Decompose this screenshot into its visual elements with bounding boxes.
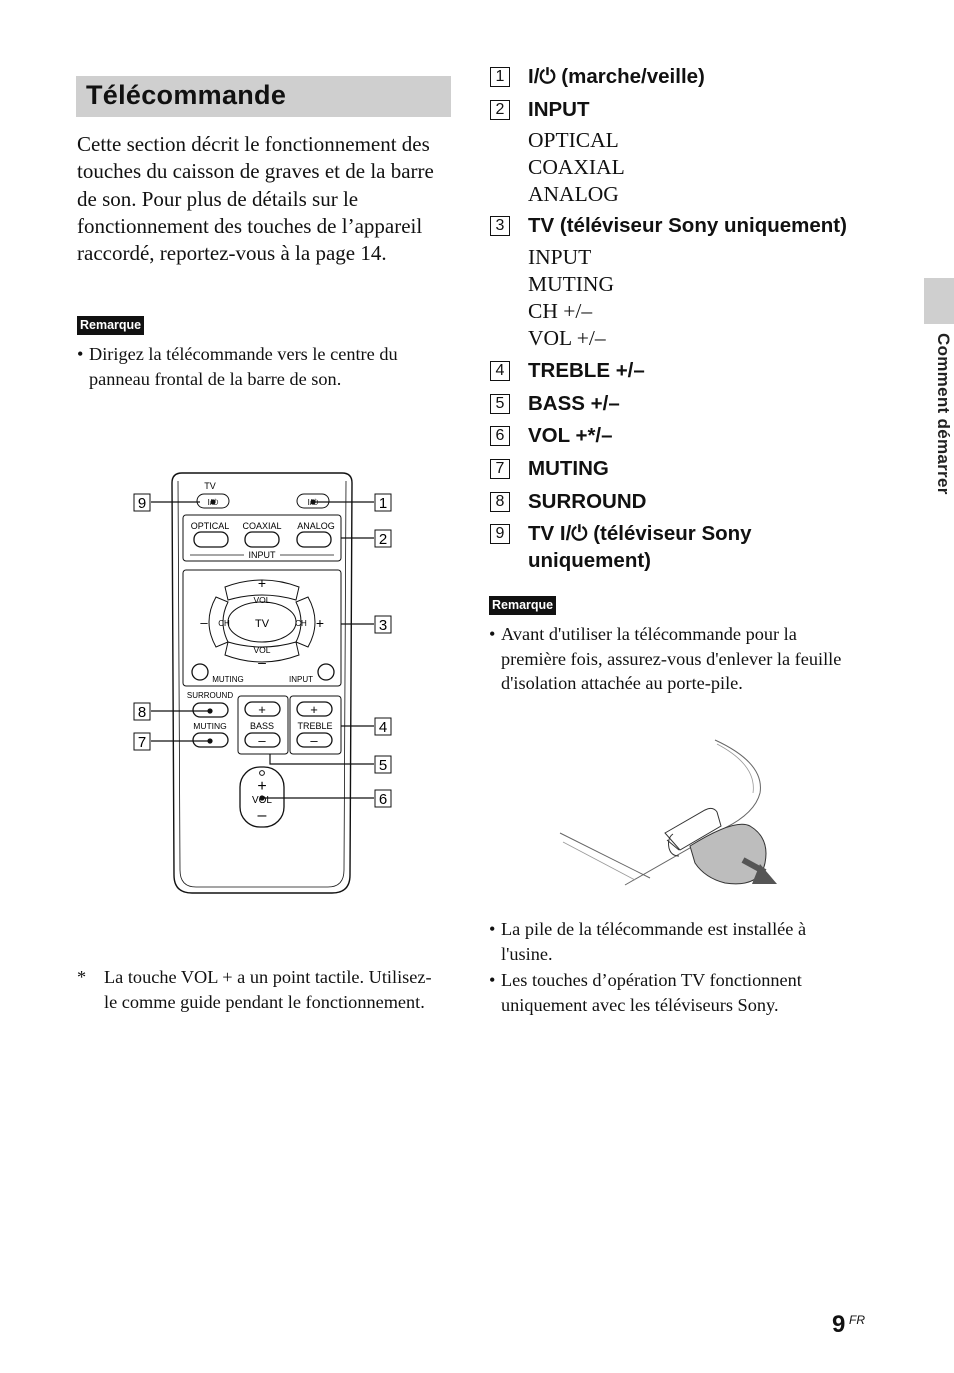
svg-text:–: –	[258, 807, 267, 824]
svg-text:9: 9	[138, 495, 146, 512]
svg-text:2: 2	[379, 531, 387, 548]
svg-text:+: +	[316, 615, 324, 631]
footnote: * La touche VOL + a un point tactile. Ut…	[77, 967, 432, 1012]
bass-label: BASS	[250, 721, 274, 731]
list-item-9-cont: uniquement)	[528, 549, 651, 572]
svg-text:+: +	[310, 702, 318, 717]
svg-text:–: –	[258, 654, 266, 670]
vol-label-bottom: VOL	[253, 645, 270, 655]
svg-text:–: –	[258, 733, 266, 748]
svg-text:+: +	[258, 575, 266, 591]
svg-text:CH: CH	[295, 619, 307, 628]
note2-bullet: •Avant d'utiliser la télécommande pour l…	[489, 624, 842, 693]
treble-label: TREBLE	[297, 721, 332, 731]
input-label: INPUT	[249, 550, 277, 560]
svg-text:+: +	[257, 778, 266, 795]
analog-label: ANALOG	[297, 521, 335, 531]
note-bullet: •Dirigez la télécommande vers le centre …	[77, 344, 398, 389]
muting-label: MUTING	[193, 721, 227, 731]
remarque-badge: Remarque	[77, 316, 145, 335]
svg-text:1: 1	[379, 495, 387, 512]
tv-label: TV	[204, 481, 216, 491]
svg-text:5: 5	[379, 757, 387, 774]
bullet-tv-keys: •Les touches d’opération TV fonctionnent…	[489, 970, 802, 1015]
optical-label: OPTICAL	[191, 521, 230, 531]
coaxial-label: COAXIAL	[242, 521, 281, 531]
remarque-badge-2: Remarque	[489, 596, 557, 615]
input-tv-label: INPUT	[289, 675, 313, 684]
intro-paragraph: Cette section décrit le fonctionnement d…	[77, 132, 434, 266]
svg-text:7: 7	[138, 734, 146, 751]
bullet-battery-installed: •La pile de la télécommande est installé…	[489, 919, 807, 964]
svg-text:6: 6	[379, 791, 387, 808]
tv-center-label: TV	[255, 618, 270, 630]
svg-text:4: 4	[379, 719, 387, 736]
svg-text:–: –	[310, 733, 318, 748]
page-number: 9	[832, 1311, 846, 1338]
side-tab-marker	[924, 278, 954, 324]
svg-text:–: –	[200, 615, 208, 630]
battery-holder-illustration	[559, 739, 777, 886]
svg-text:CH: CH	[218, 619, 230, 628]
title-bar	[76, 76, 451, 117]
page-title: Télécommande	[86, 80, 287, 110]
page-lang: FR	[849, 1313, 865, 1327]
svg-text:+: +	[258, 702, 266, 717]
svg-text:3: 3	[379, 617, 387, 634]
muting-tv-label: MUTING	[212, 675, 244, 684]
svg-text:8: 8	[138, 704, 146, 721]
remote-control-illustration: TV I/⏻ I/⏻ OPTICAL COAXIAL ANALOG INPUT …	[133, 472, 392, 894]
surround-label: SURROUND	[187, 691, 233, 700]
vol-label-top: VOL	[253, 595, 270, 605]
side-tab-label: Comment démarrer	[934, 333, 953, 495]
